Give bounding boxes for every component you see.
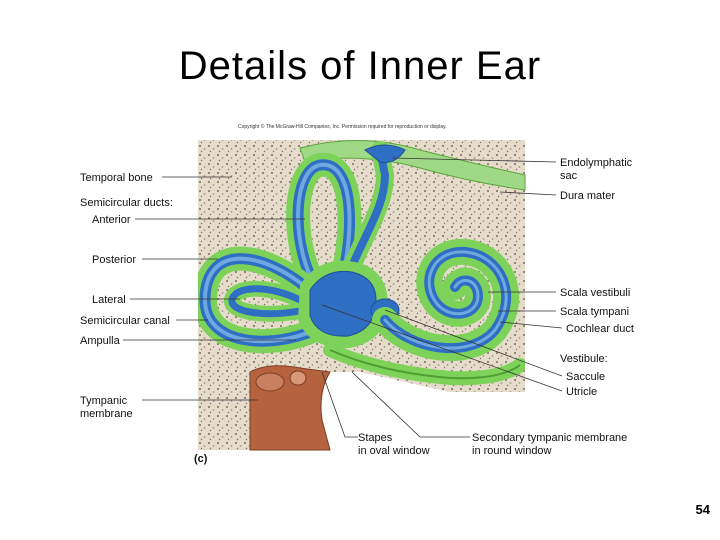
posterior-duct-core [202, 256, 322, 344]
label-stapes-2: in oval window [358, 445, 430, 457]
anterior-duct-core [296, 162, 352, 302]
panel-label: (c) [194, 453, 208, 465]
leader-lines [123, 157, 563, 438]
cochlear-duct-core [383, 250, 508, 350]
label-secondary-2: in round window [472, 445, 552, 457]
label-lateral: Lateral [92, 294, 126, 306]
label-utricle: Utricle [566, 386, 597, 398]
ossicle-head [289, 370, 307, 386]
label-scala-tympani: Scala tympani [560, 306, 629, 318]
page-number: 54 [695, 502, 710, 517]
copyright-note: Copyright © The McGraw-Hill Companies, I… [238, 123, 447, 130]
label-semicircular-canal: Semicircular canal [80, 315, 170, 327]
leader-endolymphatic [391, 157, 557, 163]
label-anterior: Anterior [92, 214, 131, 226]
label-endolymphatic-1: Endolymphatic [560, 157, 633, 169]
lateral-duct [228, 285, 309, 318]
label-tympanic-2: membrane [80, 408, 133, 420]
label-dura-mater: Dura mater [560, 190, 615, 202]
leader-dura-mater [499, 191, 557, 196]
leader-saccule [384, 309, 563, 377]
label-temporal-bone: Temporal bone [80, 172, 153, 184]
leader-stapes [321, 371, 358, 438]
label-endolymphatic-2: sac [560, 170, 578, 182]
label-semicircular-ducts: Semicircular ducts: [80, 197, 173, 209]
ossicle [255, 372, 285, 392]
label-tympanic-1: Tympanic [80, 395, 128, 407]
page-title: Details of Inner Ear [178, 44, 542, 88]
label-posterior: Posterior [92, 254, 136, 266]
label-secondary-1: Secondary tympanic membrane [472, 432, 627, 444]
leader-cochlear-duct [499, 321, 563, 329]
label-cochlear-duct: Cochlear duct [566, 323, 634, 335]
vestibule-duct [309, 270, 377, 337]
leader-utricle [321, 304, 563, 392]
scala-tympani-basal-line [329, 349, 521, 380]
label-saccule: Saccule [566, 371, 605, 383]
label-scala-vestibuli: Scala vestibuli [560, 287, 630, 299]
leader-secondary [351, 371, 470, 438]
label-ampulla: Ampulla [80, 335, 121, 347]
label-vestibule: Vestibule: [560, 353, 608, 365]
label-stapes-1: Stapes [358, 432, 393, 444]
